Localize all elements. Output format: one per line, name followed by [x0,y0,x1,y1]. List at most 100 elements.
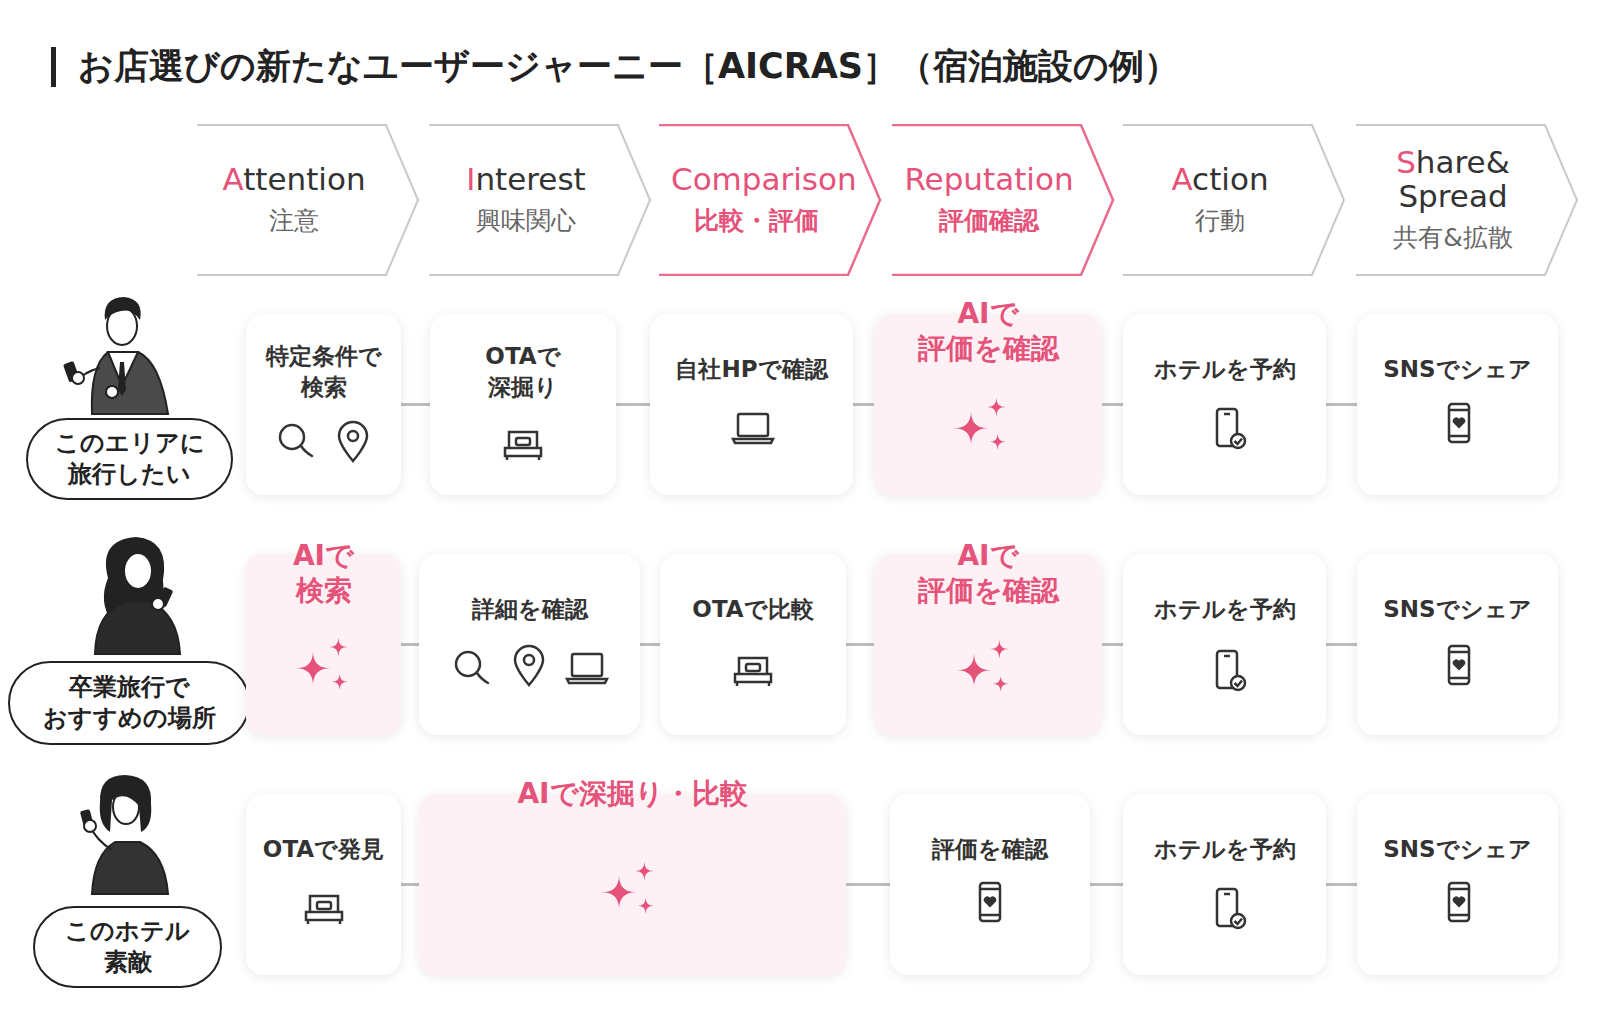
flow-connector [640,643,660,646]
step-text: 特定条件で 検索 [259,341,389,403]
step-text: ホテルを予約 [1130,594,1320,625]
title-bar [51,47,56,87]
person-body [92,842,168,894]
flow-connector [1326,403,1357,406]
bubble-text: このエリアに 旅行したい [45,428,215,490]
chevron-label-wrap: Reputation評価確認 [891,124,1087,276]
stage-subtitle: 行動 [1195,204,1245,237]
bubble-text: 卒業旅行で おすすめの場所 [29,672,229,734]
bed-icon [505,432,541,460]
flow-connector [401,883,419,886]
flow-connector [401,403,430,406]
step-card: 特定条件で 検索 [246,314,401,495]
person-hand [84,820,96,832]
phone-heart-icon [1449,883,1469,921]
stage-chevron: Reputation評価確認 [891,124,1115,276]
step-card: OTAで 深掘り [430,314,616,495]
step-card: ホテルを予約 [1123,794,1326,975]
stage-chevron: Comparison 比較・評価 [658,124,882,276]
person-hair [105,297,141,320]
flow-connector [1326,883,1357,886]
stage-subtitle: 共有&拡散 [1393,221,1513,254]
stage-name: Attention [222,163,365,196]
chevron-path [659,125,880,275]
step-text: 自社HPで確認 [657,354,847,385]
phone-heart-icon [1449,646,1469,684]
person-hair [100,775,152,832]
page-title: お店選びの新たなユーザージャーニー［AICRAS］（宿泊施設の例） [78,44,1179,88]
stage-chevron: Interest 興味関心 [428,124,652,276]
person-man [63,297,168,414]
stage-chevron: Attention 注意 [196,124,420,276]
step-text: OTAで 深掘り [458,341,588,403]
person-body [92,352,168,414]
ai-step-text: AIで 評価を確認 [898,296,1078,366]
chevron-label-wrap: Attention 注意 [196,124,392,276]
laptop-icon [567,654,607,683]
phone-check-icon [1217,409,1245,448]
chevron-outline [428,124,652,276]
step-text: ホテルを予約 [1130,834,1320,865]
stage-name: Comparison [671,163,841,196]
ai-step-card: AIで深掘り・比較 [419,794,846,975]
flow-connector [846,883,890,886]
chevron-path [197,125,418,275]
speech-bubble: 卒業旅行で おすすめの場所 [8,661,250,745]
stage-chevron: Action行動 [1122,124,1346,276]
step-card: 評価を確認 [890,794,1090,975]
search-icon [456,652,488,683]
person-tie [118,362,126,396]
person-face [124,553,152,589]
phone-heart-icon [1449,404,1469,442]
person-hand [106,386,118,398]
step-text: ホテルを予約 [1130,354,1320,385]
pin-icon [339,422,367,461]
flow-connector [1102,643,1123,646]
stage-subtitle: 興味関心 [476,204,576,237]
step-card: SNSでシェア [1357,554,1558,735]
step-card: OTAで発見 [246,794,401,975]
flow-connector [846,643,874,646]
ai-step-text: AIで 検索 [269,538,379,608]
step-card: OTAで比較 [660,554,846,735]
flow-connector [1090,883,1123,886]
step-card: 詳細を確認 [419,554,640,735]
ai-step-card: AIで 評価を確認 [874,554,1102,735]
speech-bubble: このエリアに 旅行したい [26,418,233,500]
ai-sparkle-icon [602,862,654,914]
step-card: SNSでシェア [1357,314,1558,495]
chevron-label-wrap: Comparison 比較・評価 [658,124,854,276]
bed-icon [306,896,342,924]
stage-subtitle: 注意 [269,204,319,237]
phone-check-icon [1217,651,1245,690]
step-text: SNSでシェア [1363,354,1553,385]
step-text: 詳細を確認 [430,594,630,625]
flow-connector [853,403,874,406]
chevron-path [1356,125,1577,275]
laptop-icon [733,414,773,443]
stage-name: Share& Spread [1368,146,1538,213]
stage-chevron: Share& Spread 共有&拡散 [1355,124,1579,276]
ai-sparkle-icon [957,640,1009,692]
flow-connector [401,643,419,646]
step-text: SNSでシェア [1363,594,1553,625]
chevron-outline [1122,124,1346,276]
stage-name: Interest [466,163,585,196]
stage-subtitle: 比較・評価 [694,204,819,237]
flow-connector [1326,643,1357,646]
ai-step-card: AIで 検索 [246,554,401,735]
person-hand [72,372,84,384]
step-card: SNSでシェア [1357,794,1558,975]
step-text: 評価を確認 [895,834,1085,865]
step-card: 自社HPで確認 [650,314,853,495]
pin-icon [515,646,543,685]
chevron-outline [196,124,420,276]
step-card: ホテルを予約 [1123,314,1326,495]
person-fringe [124,546,152,560]
speech-bubble: このホテル 素敵 [33,906,222,988]
search-icon [280,425,312,456]
chevron-label-wrap: Action行動 [1122,124,1318,276]
chevron-outline [891,124,1115,276]
chevron-label-wrap: Share& Spread 共有&拡散 [1355,124,1551,276]
